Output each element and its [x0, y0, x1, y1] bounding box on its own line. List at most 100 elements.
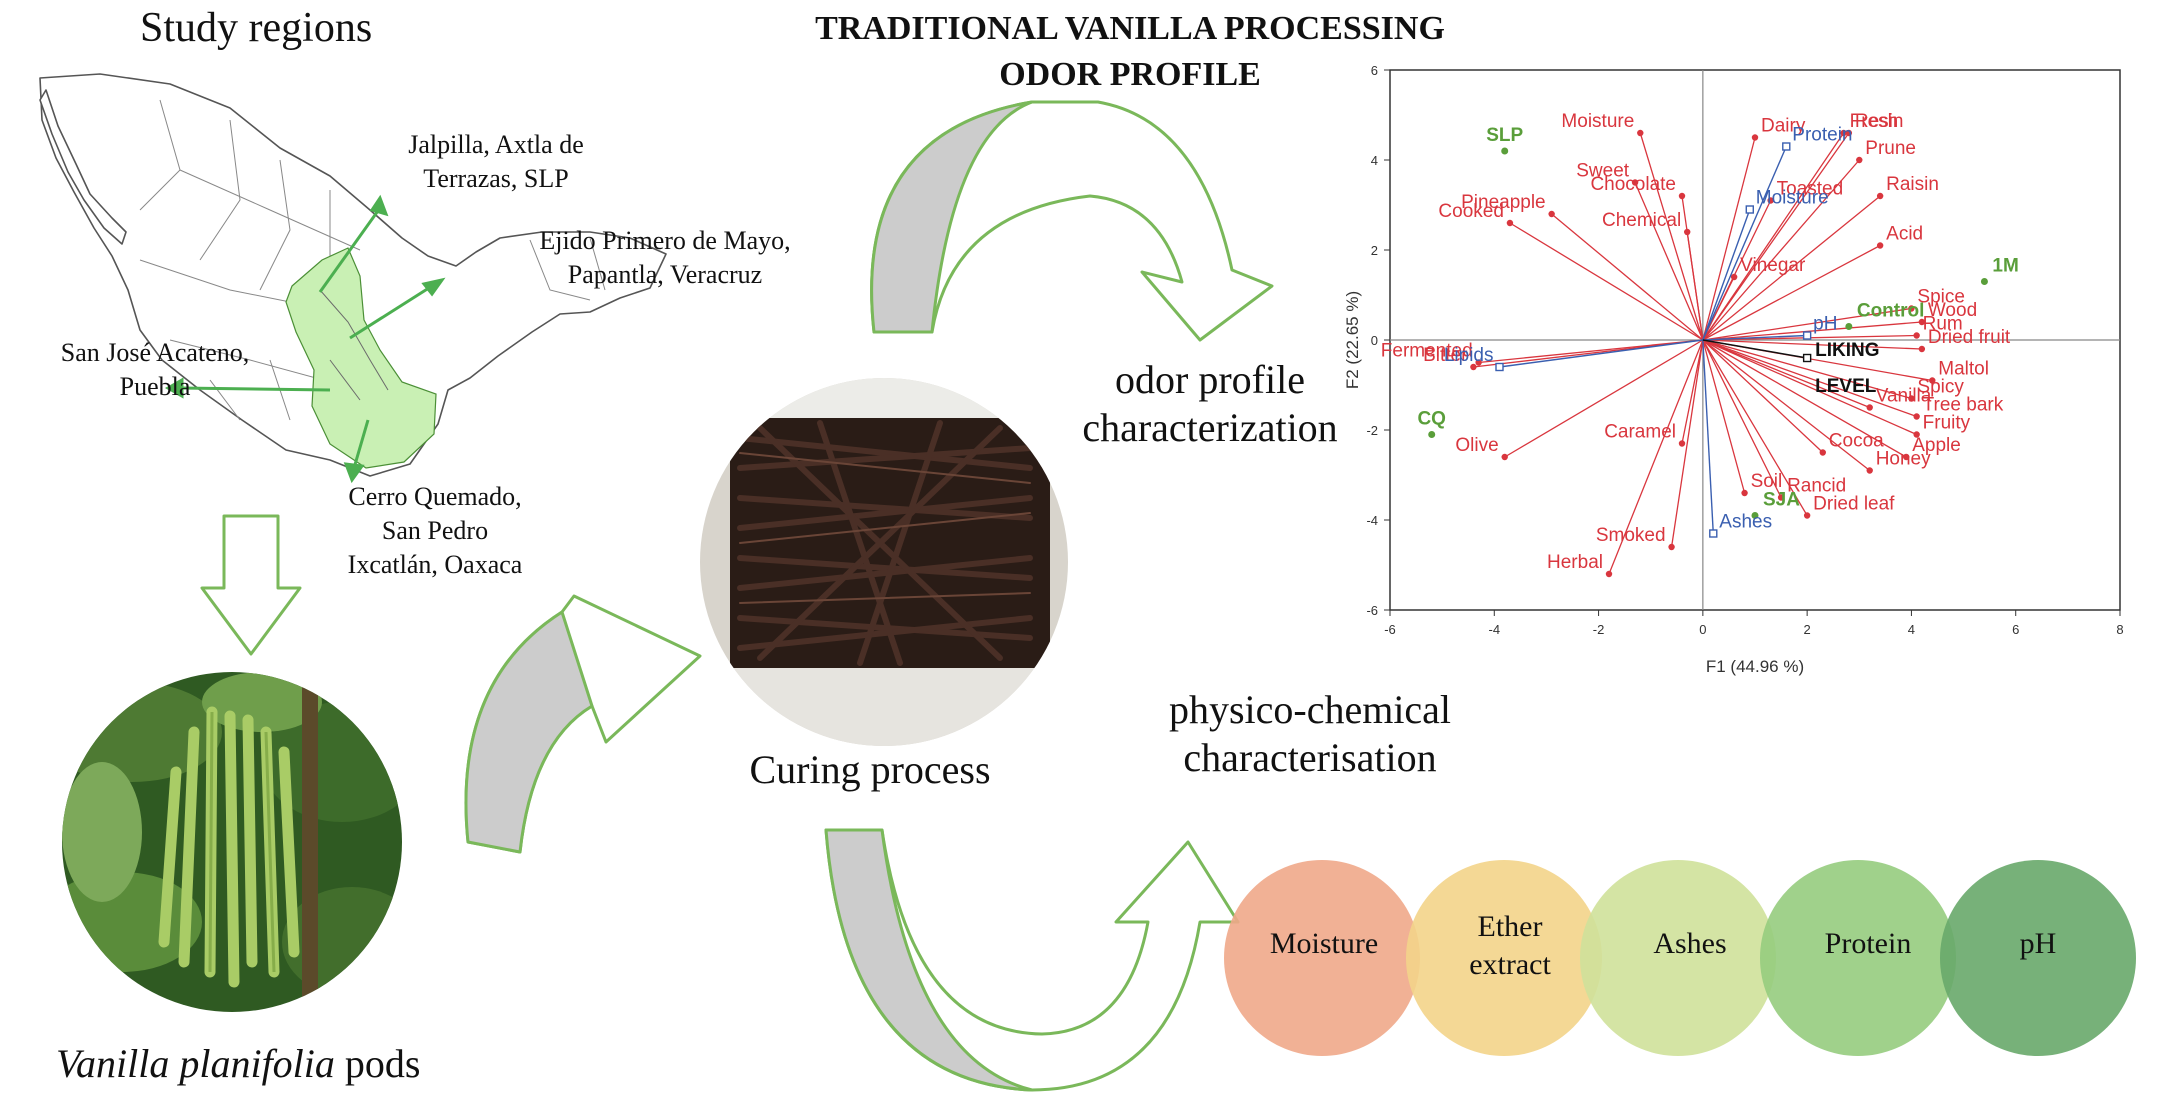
attribute-label: Soil: [1751, 471, 1783, 492]
attribute-label: Bitter: [1423, 345, 1468, 366]
attribute-point: [1929, 377, 1936, 384]
attribute-vector: [1702, 339, 1782, 498]
region-label-veracruz: Ejido Primero de Mayo, Papantla, Veracru…: [539, 226, 791, 289]
sample-point: [1845, 323, 1853, 330]
physchem-label: pH: [1813, 314, 1837, 335]
y-axis-label: F2 (22.65 %): [1343, 291, 1362, 389]
attribute-point: [1913, 413, 1920, 420]
venn-circle-protein: [1760, 860, 1956, 1056]
attribute-label: Resin: [1855, 111, 1904, 132]
region-label-puebla: San José Acateno, Puebla: [60, 338, 250, 401]
attribute-vector: [1504, 339, 1704, 458]
attribute-label: Herbal: [1547, 552, 1603, 573]
attribute-vector: [1509, 222, 1704, 341]
attribute-point: [1668, 543, 1675, 551]
attribute-point: [1866, 404, 1873, 411]
x-tick-label: 2: [1804, 622, 1811, 637]
venn-circle-moisture: [1224, 860, 1420, 1056]
attribute-vector: [1681, 339, 1704, 444]
venn-label-ashes: Ashes: [1653, 927, 1727, 960]
study-region-highlight: [285, 247, 437, 469]
sample-point: [1980, 278, 1988, 285]
attribute-label: Spicy: [1917, 377, 1964, 398]
venn-circle-ashes: [1580, 860, 1776, 1056]
attribute-point: [1475, 359, 1482, 366]
physchem-point: [1745, 205, 1754, 214]
attribute-point: [1730, 273, 1738, 281]
attribute-point: [1637, 129, 1644, 137]
attribute-label: Toasted: [1777, 179, 1844, 200]
curing-process-label: Curing process: [749, 747, 991, 792]
attribute-vector: [1702, 339, 1871, 472]
attribute-label: Prune: [1865, 138, 1916, 159]
x-tick-label: 8: [2116, 622, 2123, 637]
sample-point: [1751, 512, 1759, 519]
attribute-point: [1767, 197, 1774, 204]
attribute-label: Tree bark: [1923, 395, 2004, 416]
sample-label: 1M: [1992, 256, 2018, 277]
attribute-point: [1470, 363, 1477, 371]
attribute-label: Fermented: [1381, 341, 1473, 362]
attribute-label: Rancid: [1787, 476, 1846, 497]
y-tick-label: 2: [1371, 243, 1378, 258]
attribute-vector: [1702, 244, 1881, 341]
attribute-vector: [1702, 339, 1922, 350]
attribute-label: Sweet: [1576, 161, 1630, 182]
attribute-label: Vinegar: [1740, 255, 1806, 276]
attribute-point: [1903, 453, 1910, 461]
physchem-point: [1782, 142, 1791, 151]
x-tick-label: 0: [1699, 622, 1706, 637]
attribute-vector: [1702, 339, 1917, 436]
attribute-vector: [1702, 339, 1912, 400]
baja-california: [39, 89, 127, 245]
attribute-point: [1548, 210, 1555, 218]
attribute-label: Chemical: [1602, 210, 1681, 231]
physchem-label: Moisture: [1756, 188, 1829, 209]
attribute-point: [1803, 512, 1811, 519]
liking-label: LIKING: [1815, 340, 1879, 361]
venn-label-ph: pH: [2019, 927, 2057, 960]
sample-label: SJA: [1763, 490, 1800, 511]
attribute-vector: [1686, 231, 1704, 341]
attribute-vector: [1634, 182, 1704, 341]
attribute-point: [1840, 129, 1847, 137]
attribute-vector: [1608, 339, 1704, 575]
pods-caption: Vanilla planifolia pods: [56, 1041, 421, 1086]
attribute-label: Fresh: [1850, 111, 1899, 132]
attribute-label: Rum: [1923, 314, 1963, 335]
venn-circle-ether: [1406, 860, 1602, 1056]
attribute-point: [1856, 156, 1863, 164]
attribute-label: Maltol: [1938, 359, 1989, 380]
x-tick-label: -4: [1489, 622, 1501, 637]
physchem-vector: [1702, 209, 1751, 341]
x-tick-label: 6: [2012, 622, 2019, 637]
sample-label: Control: [1857, 301, 1925, 322]
physchem-vector: [1499, 339, 1703, 368]
attribute-vector: [1702, 339, 1746, 494]
attribute-point: [1918, 318, 1926, 326]
attribute-label: Caramel: [1604, 422, 1676, 443]
attribute-point: [1845, 129, 1853, 137]
attribute-vector: [1670, 339, 1704, 548]
region-label-slp: Jalpilla, Axtla de Terrazas, SLP: [408, 130, 584, 193]
main-title-line1: TRADITIONAL VANILLA PROCESSING: [815, 10, 1445, 47]
venn-circle-ph: [1940, 860, 2136, 1056]
attribute-point: [1913, 431, 1920, 438]
y-tick-label: 4: [1371, 153, 1378, 168]
vanilla-pods-photo: [62, 672, 402, 1012]
attribute-label: Olive: [1455, 435, 1498, 456]
attribute-label: Moisture: [1561, 111, 1634, 132]
attribute-label: Smoked: [1596, 525, 1666, 546]
sample-label: CQ: [1417, 409, 1446, 430]
attribute-label: Raisin: [1886, 174, 1939, 195]
attribute-vector: [1702, 339, 1808, 516]
attribute-point: [1506, 219, 1514, 227]
physchem-vector: [1702, 334, 1808, 341]
attribute-point: [1678, 192, 1686, 200]
odor-profile-label: odor profile characterization: [1082, 357, 1338, 450]
physchem-label: physico-chemical characterisation: [1168, 687, 1452, 780]
x-tick-label: -6: [1384, 622, 1396, 637]
physchem-label: Ashes: [1719, 512, 1772, 533]
y-tick-label: -6: [1366, 603, 1378, 618]
